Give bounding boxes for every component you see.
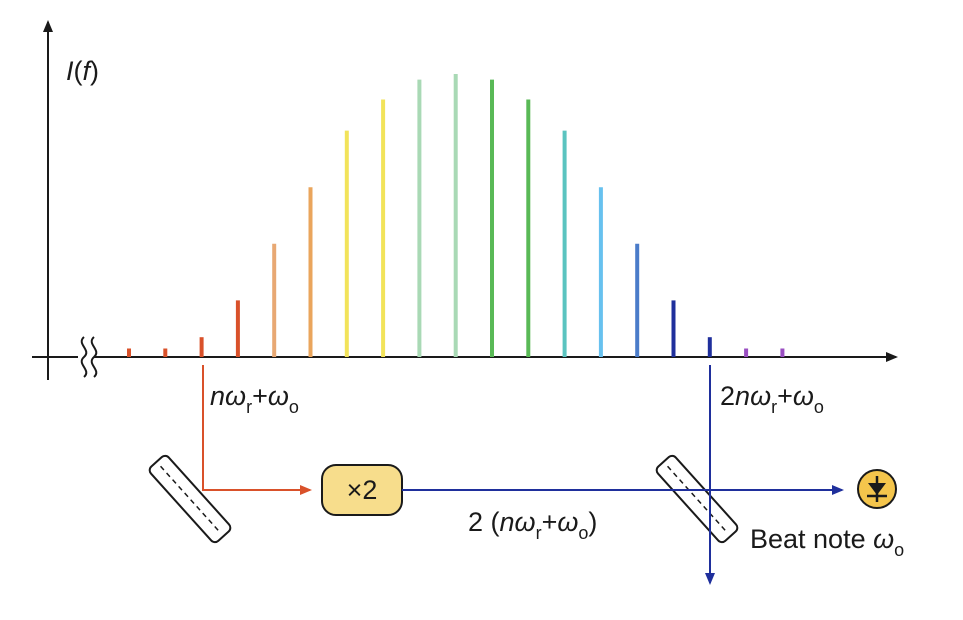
frequency-comb (127, 74, 785, 357)
high-frequency-label: 2nωr+ωo (720, 381, 824, 417)
low-frequency-beam (202, 365, 312, 495)
doubled-frequency-label: 2 (nωr+ωo) (468, 507, 597, 543)
frequency-doubler: ×2 (321, 464, 403, 516)
low-frequency-label: nωr+ωo (210, 381, 299, 417)
axis-break-mark (80, 336, 88, 378)
beam-splitter-icon (148, 454, 232, 544)
doubler-label: ×2 (347, 475, 378, 505)
beam-splitter-icon (655, 454, 739, 544)
beat-note-label: Beat note ωo (750, 524, 904, 560)
y-axis-label: I(f) (66, 56, 99, 86)
photodiode-icon (857, 469, 897, 509)
axis-break-mark (90, 336, 98, 378)
